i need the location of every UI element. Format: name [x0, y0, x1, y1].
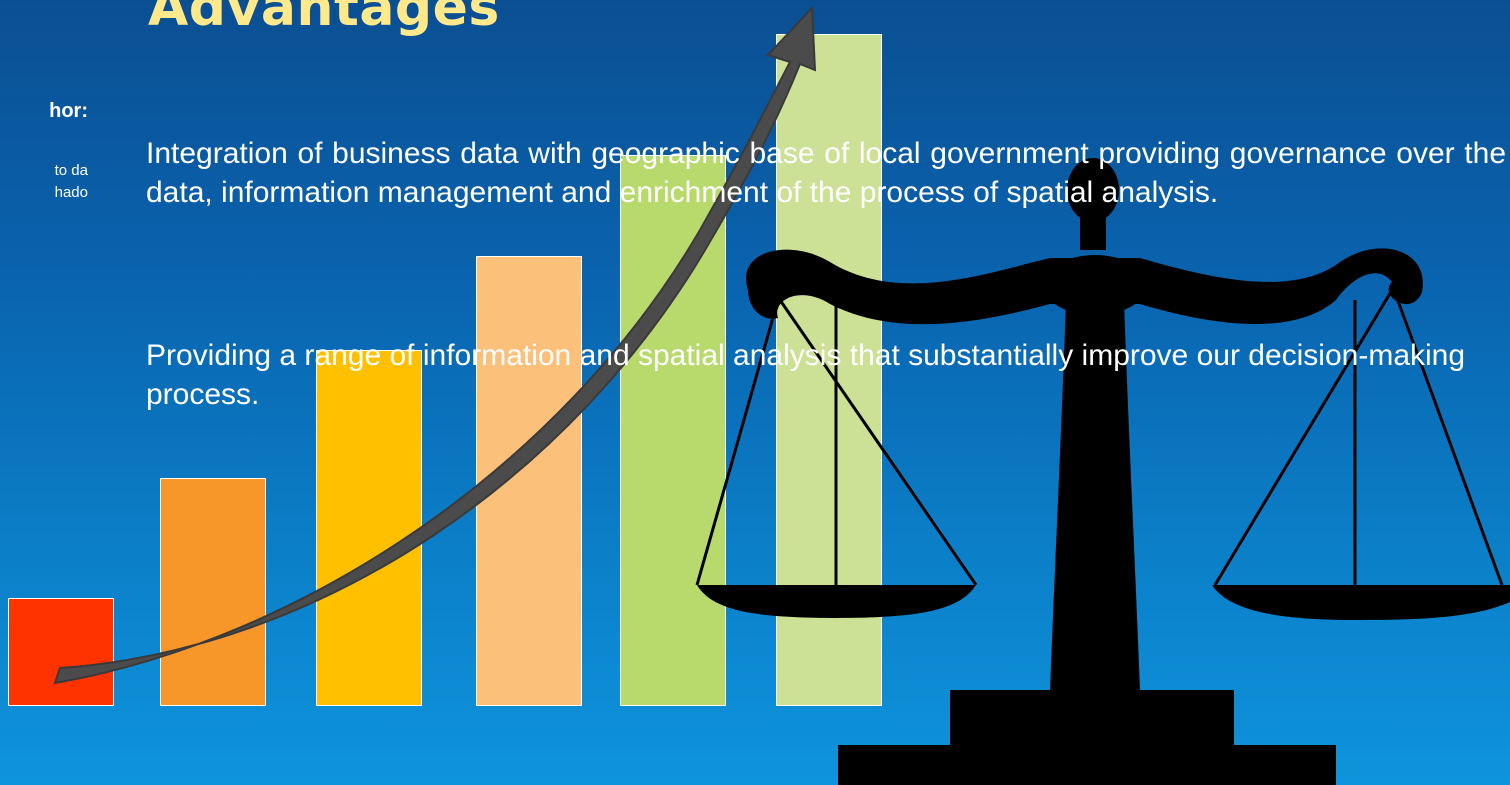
growth-bar-1 [8, 598, 114, 706]
advantage-paragraph-1: Integration of business data with geogra… [146, 137, 1506, 209]
growth-bar-3 [316, 350, 422, 706]
side-caption-line-2: to da [54, 162, 88, 179]
balance-scale-icon [695, 158, 1510, 785]
side-caption-line-1: hor: [49, 100, 88, 122]
slide-title: Advantages [148, 0, 500, 38]
growth-bar-5 [620, 155, 726, 706]
growth-arrow-icon [53, 5, 817, 685]
side-caption-line-3: hado [54, 184, 88, 201]
growth-bar-2 [160, 478, 266, 706]
advantage-paragraph-2: Providing a range of information and spa… [146, 339, 1466, 411]
